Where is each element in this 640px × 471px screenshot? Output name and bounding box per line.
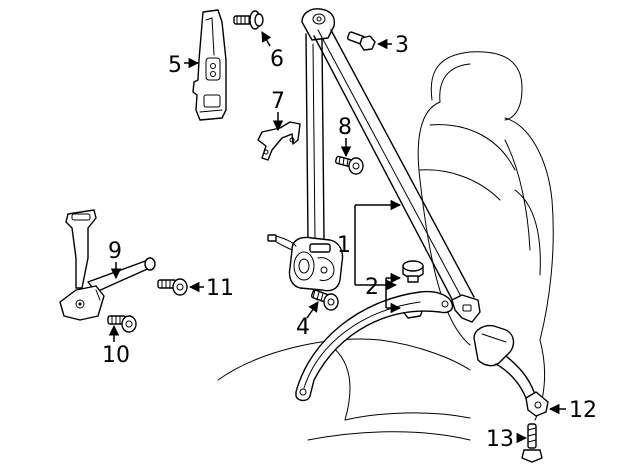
retractor-part: [267, 234, 344, 292]
callout-12: 12: [569, 398, 597, 423]
callout-5: 5: [168, 53, 182, 78]
bolt-part-4: [310, 289, 339, 311]
bolt-part-11: [157, 278, 188, 296]
seat-buckle-part-9: [59, 209, 156, 321]
bolt-part-3: [346, 31, 376, 51]
bracket-part-7: [257, 121, 301, 161]
anchor-rail-part: [295, 290, 454, 402]
bolt-part-6: [233, 10, 264, 30]
callout-8: 8: [338, 115, 352, 140]
callout-11: 11: [206, 276, 234, 301]
callout-7: 7: [271, 89, 285, 114]
callout-3: 3: [395, 33, 409, 58]
seat-outline: [217, 51, 554, 441]
callout-13: 13: [486, 427, 514, 452]
callout-1: 1: [337, 233, 351, 258]
shoulder-belt-webbing: [301, 8, 481, 323]
bolt-part-10: [107, 315, 137, 333]
buckle-part: [473, 324, 549, 417]
bolt-part-13: [521, 423, 543, 463]
leader-lines: [108, 31, 566, 444]
callout-2: 2: [365, 275, 379, 300]
bolt-part-8: [334, 155, 364, 175]
height-adjuster-part: [192, 9, 227, 121]
callout-10: 10: [102, 343, 130, 368]
callout-9: 9: [108, 239, 122, 264]
callout-6: 6: [270, 47, 284, 72]
callout-4: 4: [296, 315, 310, 340]
